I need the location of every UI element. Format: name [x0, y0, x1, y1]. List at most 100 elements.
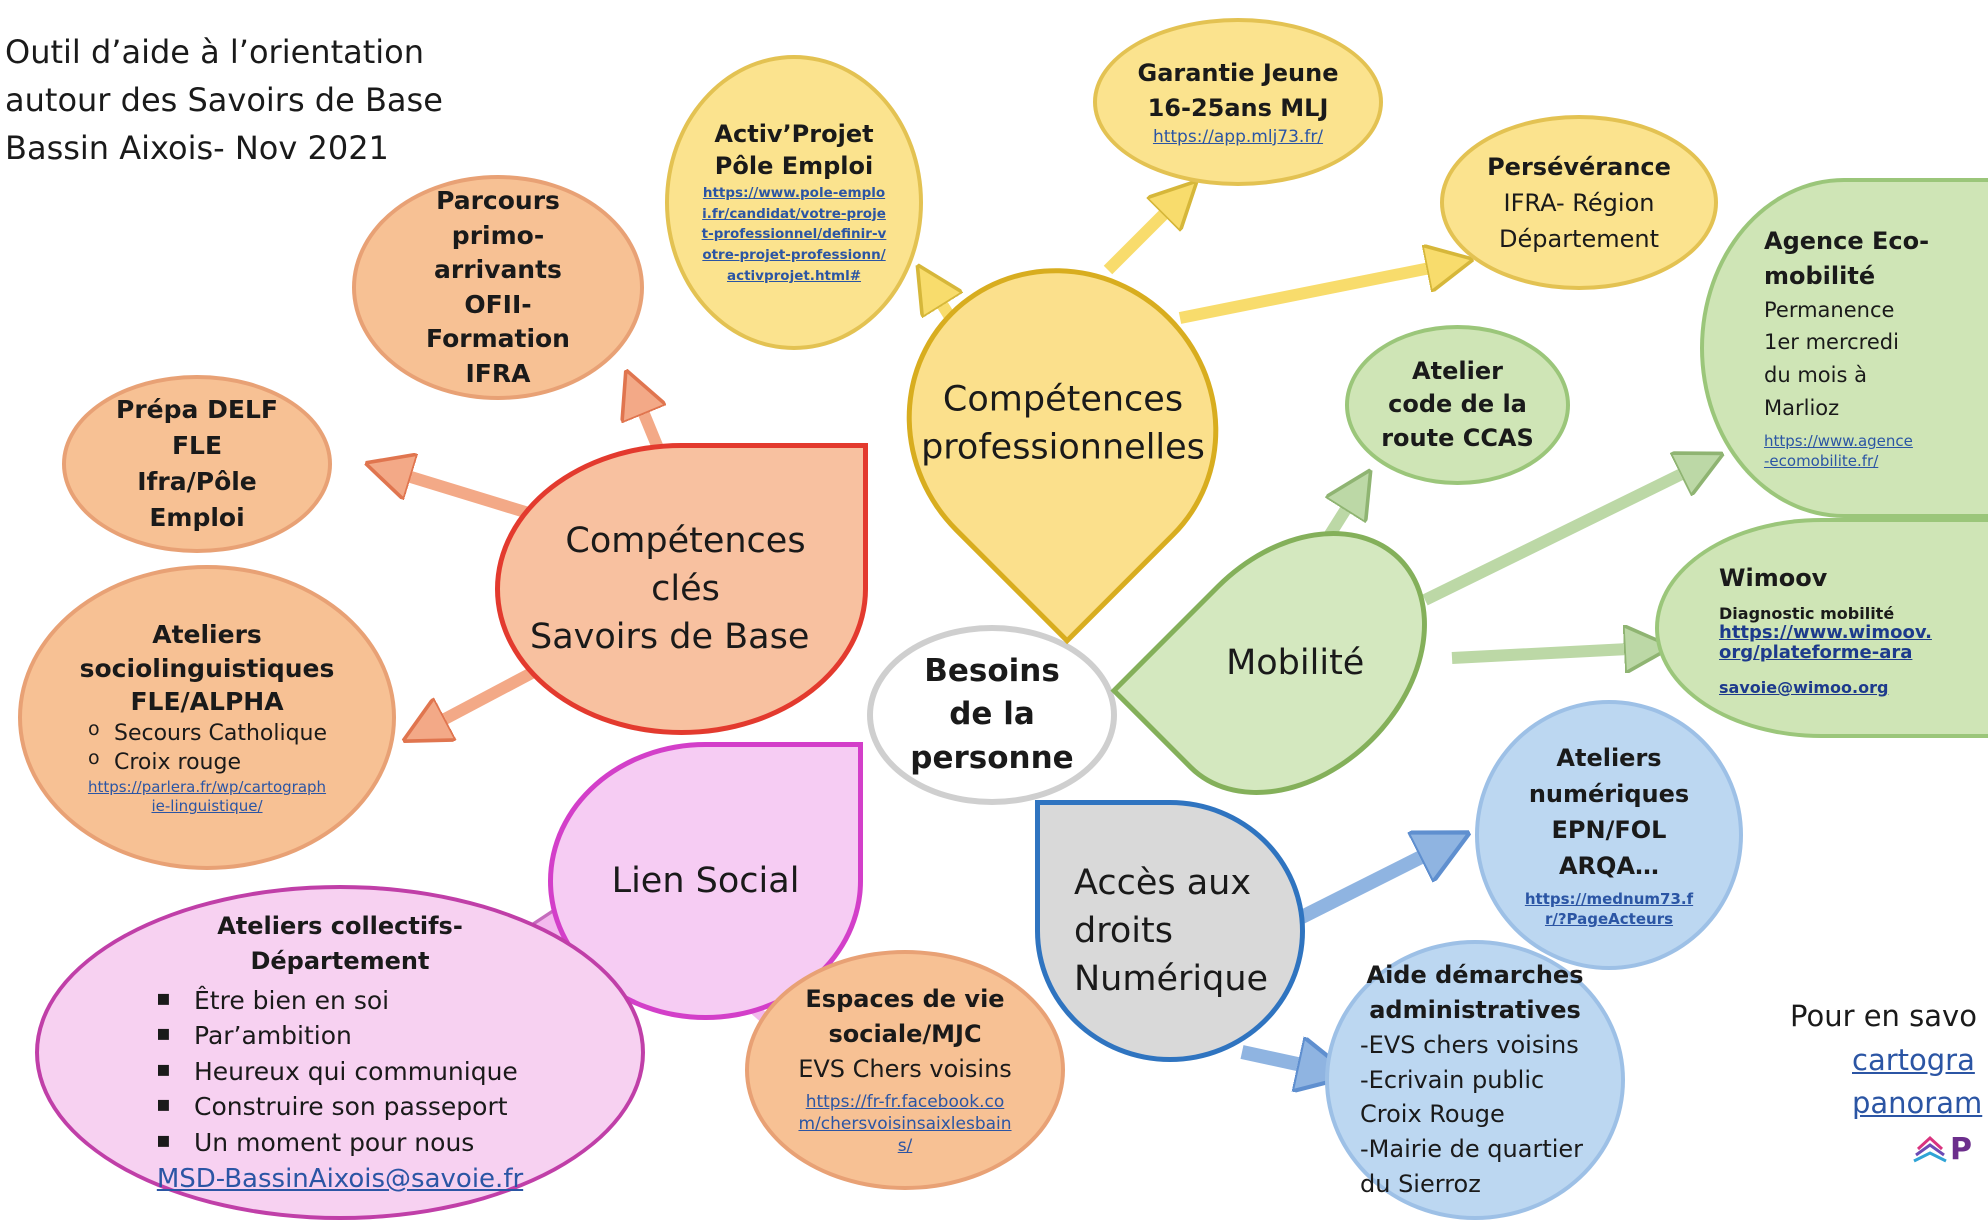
num-link[interactable]: https://mednum73.fr/?PageActeurs [1524, 890, 1694, 928]
theme-droits-line-1: Accès aux [1074, 862, 1252, 903]
theme-acces-droits: Accès aux droits Numérique [1035, 800, 1305, 1062]
code-line-2: code de la [1388, 390, 1527, 419]
node-agence-eco-mobilite: Agence Eco- mobilité Permanence 1er merc… [1700, 178, 1988, 518]
delf-line-1: Prépa DELF [116, 394, 278, 424]
node-perseverance: Persévérance IFRA- Région Département [1440, 115, 1718, 290]
theme-competences-cles: Compétences clés Savoirs de Base [495, 443, 868, 735]
intro-line-3: Bassin Aixois- Nov 2021 [5, 129, 389, 167]
espaces-title-2: sociale/MJC [828, 1019, 982, 1048]
eco-title-2: mobilité [1764, 262, 1876, 291]
node-espaces-vie-sociale: Espaces de vie sociale/MJC EVS Chers voi… [745, 950, 1065, 1190]
activ-link[interactable]: https://www.pole-emploi.fr/candidat/votr… [701, 184, 887, 285]
perseverance-line-3: Département [1499, 224, 1659, 253]
more-link-cartographie[interactable]: cartogra [1852, 1042, 1975, 1077]
more-link-panorama[interactable]: panoram [1852, 1086, 1983, 1120]
theme-droits-line-3: Numérique [1074, 959, 1269, 1000]
socio-list: Secours Catholique Croix rouge [82, 717, 332, 778]
arrow-to-eco [1422, 464, 1702, 606]
node-prepa-delf: Prépa DELF FLE Ifra/Pôle Emploi [62, 375, 332, 553]
node-garantie-jeune: Garantie Jeune 16-25ans MLJ https://app.… [1093, 18, 1383, 186]
theme-cles-line-2: Savoirs de Base [530, 617, 810, 658]
theme-pro-line-2: professionnelles [920, 427, 1205, 468]
intro-line-1: Outil d’aide à l’orientation [5, 33, 425, 71]
theme-mobilite-line-1: Mobilité [1225, 642, 1365, 683]
center-line-2: de la [949, 696, 1035, 733]
node-parcours-primo-arrivants: Parcours primo- arrivants OFII- Formatio… [352, 175, 644, 400]
aide-line-1: -EVS chers voisins [1360, 1030, 1579, 1059]
arrow-to-wimoov [1451, 648, 1648, 658]
delf-line-2: FLE [171, 430, 223, 460]
collectifs-item-4: Construire son passeport [140, 1089, 540, 1125]
collectifs-email-link[interactable]: MSD-BassinAixois@savoie.fr [156, 1164, 524, 1195]
theme-pro-line-1: Compétences [942, 379, 1183, 420]
garantie-title-1: Garantie Jeune [1137, 58, 1339, 87]
socio-title-2: sociolinguistiques [79, 653, 335, 683]
collectifs-title-2: Département [250, 946, 430, 975]
book-stack-icon [1912, 1133, 1948, 1165]
eco-title-1: Agence Eco- [1764, 227, 1930, 256]
num-line-1: Ateliers [1556, 744, 1662, 773]
parcours-line-2: primo- [451, 220, 545, 250]
center-node: Besoins de la personne [867, 625, 1117, 805]
node-atelier-code-route: Atelier code de la route CCAS [1345, 325, 1570, 485]
wimoov-link-2[interactable]: savoie@wimoo.org [1719, 677, 1889, 697]
socio-link[interactable]: https://parlera.fr/wp/cartographie-lingu… [87, 777, 327, 816]
code-line-3: route CCAS [1381, 423, 1534, 452]
garantie-title-2: 16-25ans MLJ [1147, 93, 1329, 122]
node-wimoov: Wimoov Diagnostic mobilité https://www.w… [1655, 518, 1988, 738]
more-info: Pour en savo cartogra panoram P [1790, 995, 1988, 1167]
garantie-link[interactable]: https://app.mlj73.fr/ [1152, 126, 1324, 147]
node-aide-demarches: Aide démarches administratives -EVS cher… [1325, 940, 1625, 1220]
collectifs-list: Être bien en soi Par’ambition Heureux qu… [140, 983, 540, 1161]
theme-droits-line-2: droits [1074, 910, 1173, 951]
parcours-line-1: Parcours [436, 186, 560, 215]
espaces-link[interactable]: https://fr-fr.facebook.com/chersvoisinsa… [798, 1091, 1012, 1157]
collectifs-item-3: Heureux qui communique [140, 1054, 540, 1090]
eco-line-1: Permanence [1764, 297, 1895, 322]
arrow-to-numeriques [1288, 845, 1445, 929]
arrows-blue [1240, 845, 1445, 1070]
num-line-3: EPN/FOL [1551, 816, 1667, 845]
center-line-1: Besoins [924, 652, 1060, 689]
intro-title: Outil d’aide à l’orientation autour des … [5, 28, 475, 172]
activ-title-1: Activ’Projet [714, 119, 874, 148]
parcours-line-4: OFII- [464, 289, 532, 319]
delf-line-3: Ifra/Pôle [137, 467, 257, 496]
eco-line-2: 1er mercredi [1764, 330, 1899, 355]
aide-line-2: -Ecrivain public [1360, 1065, 1545, 1094]
more-logo-letter: P [1950, 1131, 1972, 1167]
aide-lines: -EVS chers voisins -Ecrivain public Croi… [1360, 1028, 1590, 1202]
socio-title-3: FLE/ALPHA [130, 687, 284, 717]
theme-cles-line-1: Compétences clés [565, 520, 806, 609]
activ-title-2: Pôle Emploi [714, 152, 874, 181]
aide-title-2: administratives [1369, 996, 1581, 1024]
center-line-3: personne [910, 739, 1074, 776]
node-ateliers-numeriques: Ateliers numériques EPN/FOL ARQA… https:… [1475, 700, 1743, 970]
parcours-line-5: Formation [426, 324, 570, 353]
code-line-1: Atelier [1412, 356, 1503, 385]
arrow-to-perseverance [1178, 264, 1450, 324]
wimoov-link-1[interactable]: https://www.wimoov.org/plateforme-ara [1719, 622, 1932, 664]
parcours-line-3: arrivants [434, 255, 562, 284]
collectifs-title-1: Ateliers collectifs- [217, 912, 463, 941]
num-line-4: ARQA… [1558, 852, 1660, 881]
collectifs-item-5: Un moment pour nous [140, 1125, 540, 1161]
node-activ-projet: Activ’Projet Pôle Emploi https://www.pol… [665, 55, 923, 350]
wimoov-title: Wimoov [1719, 564, 1828, 593]
wimoov-sub: Diagnostic mobilité [1719, 603, 1895, 623]
collectifs-item-1: Être bien en soi [140, 983, 540, 1019]
parcours-line-6: IFRA [465, 358, 531, 388]
num-line-2: numériques [1528, 780, 1690, 809]
node-ateliers-collectifs: Ateliers collectifs- Département Être bi… [35, 885, 645, 1220]
eco-link[interactable]: https://www.agence-ecomobilite.fr/ [1764, 432, 1913, 470]
perseverance-title: Persévérance [1487, 152, 1671, 181]
arrow-to-aide [1240, 1052, 1325, 1070]
node-ateliers-sociolinguistiques: Ateliers sociolinguistiques FLE/ALPHA Se… [18, 565, 396, 870]
perseverance-line-2: IFRA- Région [1503, 188, 1655, 217]
espaces-line-3: EVS Chers voisins [798, 1054, 1012, 1083]
eco-line-3: du mois à [1764, 363, 1867, 387]
more-line-1: Pour en savo [1790, 999, 1977, 1033]
collectifs-item-2: Par’ambition [140, 1018, 540, 1054]
arrow-to-delf [388, 470, 537, 521]
